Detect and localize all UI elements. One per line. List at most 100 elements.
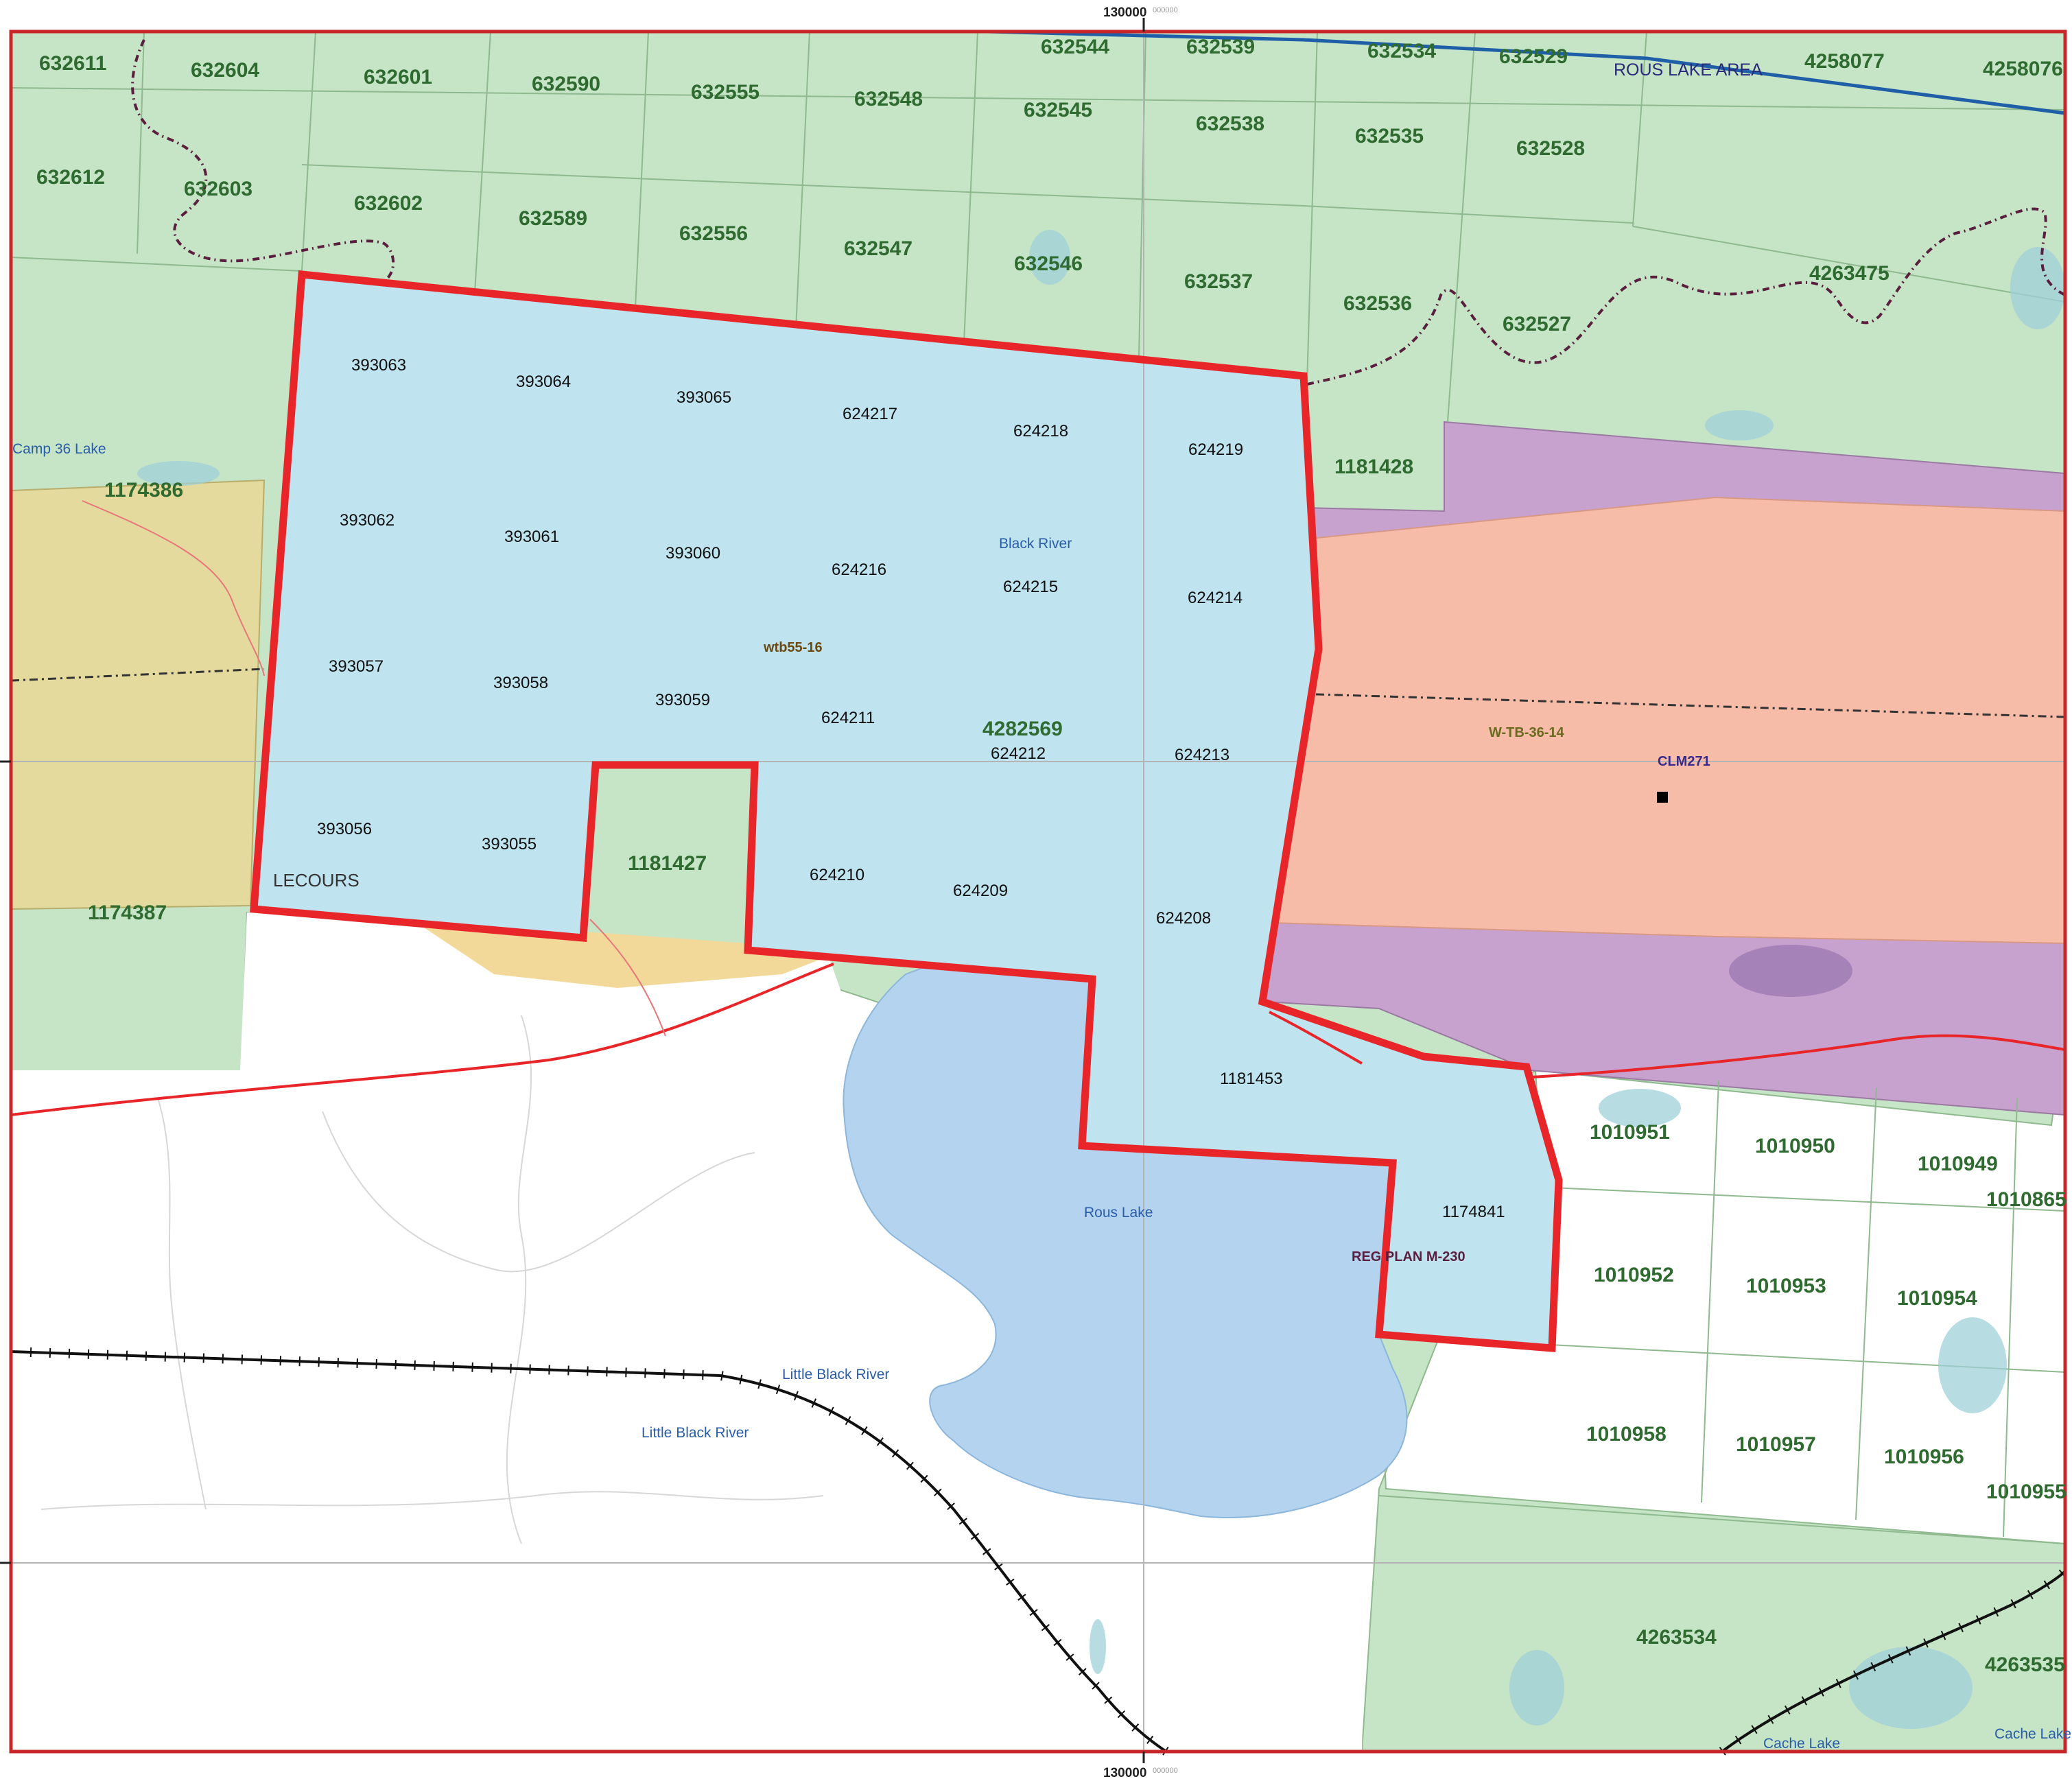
claim-label: 632556 (679, 222, 748, 245)
railway (10, 1347, 2069, 1756)
claim-label: 393059 (655, 691, 710, 709)
claim-label: 624208 (1156, 909, 1211, 928)
claim-label: 632539 (1186, 36, 1255, 58)
claim-label: 1010958 (1586, 1423, 1667, 1446)
coordinate-bottom: 130000 (1103, 1766, 1146, 1779)
powerline-east (1315, 693, 2066, 718)
claim-label: 393058 (493, 674, 548, 692)
claim-label: 632547 (844, 237, 913, 260)
lake-label-camp36: Camp 36 Lake (12, 441, 106, 457)
roads (10, 963, 2066, 1116)
township-boundary (987, 30, 2066, 115)
lease-label-clm271: CLM271 (1658, 754, 1710, 769)
claim-label: 393060 (666, 544, 720, 563)
claim-label: 624211 (821, 709, 875, 727)
claim-label: 393062 (340, 511, 395, 530)
claim-label: 632604 (191, 59, 259, 82)
claim-label: 624214 (1188, 589, 1243, 607)
powerline-west (10, 668, 265, 682)
claim-label: 632544 (1041, 36, 1109, 58)
survey-lines (40, 1015, 824, 1544)
claim-label: 632537 (1184, 270, 1253, 293)
claim-label: 632590 (532, 73, 600, 95)
claim-label: 1010956 (1884, 1446, 1964, 1468)
claim-label: 1174841 (1442, 1203, 1505, 1221)
claim-label: 624209 (953, 882, 1008, 900)
claim-label: 1181428 (1334, 456, 1413, 478)
claim-label: 624219 (1188, 440, 1243, 459)
claim-label: 1010951 (1590, 1121, 1670, 1144)
claim-label: 632546 (1014, 252, 1083, 275)
claim-label: 624210 (810, 866, 864, 884)
claim-label: 632555 (691, 81, 760, 104)
coordinate-top: 130000 (1103, 5, 1146, 20)
rous-lake (843, 963, 1408, 1518)
claim-label: 4263535 (1985, 1653, 2065, 1676)
claim-label: 632612 (36, 166, 105, 189)
claim-label: 393061 (504, 528, 559, 546)
claim-label: 1010950 (1755, 1135, 1835, 1157)
river-label-little-black: Little Black River (782, 1367, 889, 1382)
claim-label: 393064 (516, 373, 571, 391)
township-label: ROUS LAKE AREA (1614, 60, 1763, 80)
claim-label: 632527 (1503, 313, 1571, 335)
claim-label: 4263475 (1809, 262, 1889, 285)
map-frame (9, 30, 2067, 1754)
claim-label: 4258077 (1804, 50, 1885, 73)
property-boundary (250, 270, 1563, 1352)
claim-label: 393056 (317, 820, 372, 838)
mining-lease (1271, 496, 2066, 945)
claim-label: 1010865 (1986, 1188, 2067, 1211)
reserve-lake (1729, 945, 1852, 997)
lake-label-cache-2: Cache Lake (1994, 1726, 2071, 1742)
claim-label: 624215 (1003, 578, 1058, 596)
claim-label: 1010954 (1897, 1287, 1977, 1310)
lake-label-rous: Rous Lake (1084, 1205, 1153, 1221)
river-label-little-black-2: Little Black River (641, 1425, 749, 1441)
claim-label: 1010957 (1736, 1433, 1816, 1456)
claim-label: 632529 (1499, 45, 1568, 68)
claim-label: 624212 (991, 744, 1046, 763)
unstaked-land (11, 912, 1365, 1752)
claim-label: 632601 (364, 66, 432, 89)
lease-label-wtb36: W-TB-36-14 (1489, 725, 1564, 740)
claim-label: 624218 (1013, 422, 1068, 440)
lot-label-lecours: LECOURS (273, 870, 360, 891)
lake-label-cache: Cache Lake (1763, 1736, 1840, 1752)
green-claim-labels: 632611 632604 632601 632590 632555 63254… (36, 36, 2067, 1676)
claim-label: 632545 (1024, 99, 1092, 121)
claim-label: 632536 (1343, 292, 1412, 315)
claim-label: 632528 (1516, 137, 1585, 160)
claim-label: 624217 (843, 405, 897, 423)
claim-label: 632535 (1355, 125, 1424, 148)
claim-label: 1010955 (1986, 1481, 2067, 1503)
claim-label: 1010952 (1594, 1264, 1674, 1286)
claim-label: 624216 (832, 561, 886, 579)
claim-label: 1181453 (1220, 1070, 1283, 1088)
claim-label: 1174386 (104, 479, 183, 502)
claim-label: 4282569 (982, 718, 1063, 740)
patent-land-south (412, 919, 844, 988)
river-label-black: Black River (999, 536, 1072, 552)
thin-roads (82, 500, 666, 1037)
claim-label: 393055 (482, 835, 537, 853)
claim-label: 624213 (1175, 746, 1229, 764)
claim-label: 632548 (854, 88, 923, 110)
claim-label: 4263534 (1636, 1626, 1717, 1649)
claim-label: 632589 (519, 207, 587, 230)
coordinate-top-suffix: 000000 (1153, 6, 1178, 14)
property-claim-labels: 393063 393064 393065 624217 624218 62421… (317, 356, 1505, 1221)
claim-label: 1174387 (88, 902, 167, 924)
claim-label: 632603 (184, 178, 252, 200)
claim-label: 632602 (354, 192, 423, 215)
water-labels: Camp 36 Lake Black River Rous Lake Littl… (12, 441, 2071, 1752)
claim-label: 632538 (1196, 113, 1264, 135)
claim-label: 632534 (1367, 40, 1436, 62)
claim-label: 1010949 (1918, 1153, 1998, 1175)
plan-label: REG PLAN M-230 (1352, 1249, 1465, 1264)
claim-label: 632611 (39, 52, 106, 75)
claim-label: 393063 (351, 356, 406, 375)
claim-label: 1010953 (1746, 1275, 1826, 1297)
coordinate-bottom-suffix: 000000 (1153, 1767, 1178, 1775)
